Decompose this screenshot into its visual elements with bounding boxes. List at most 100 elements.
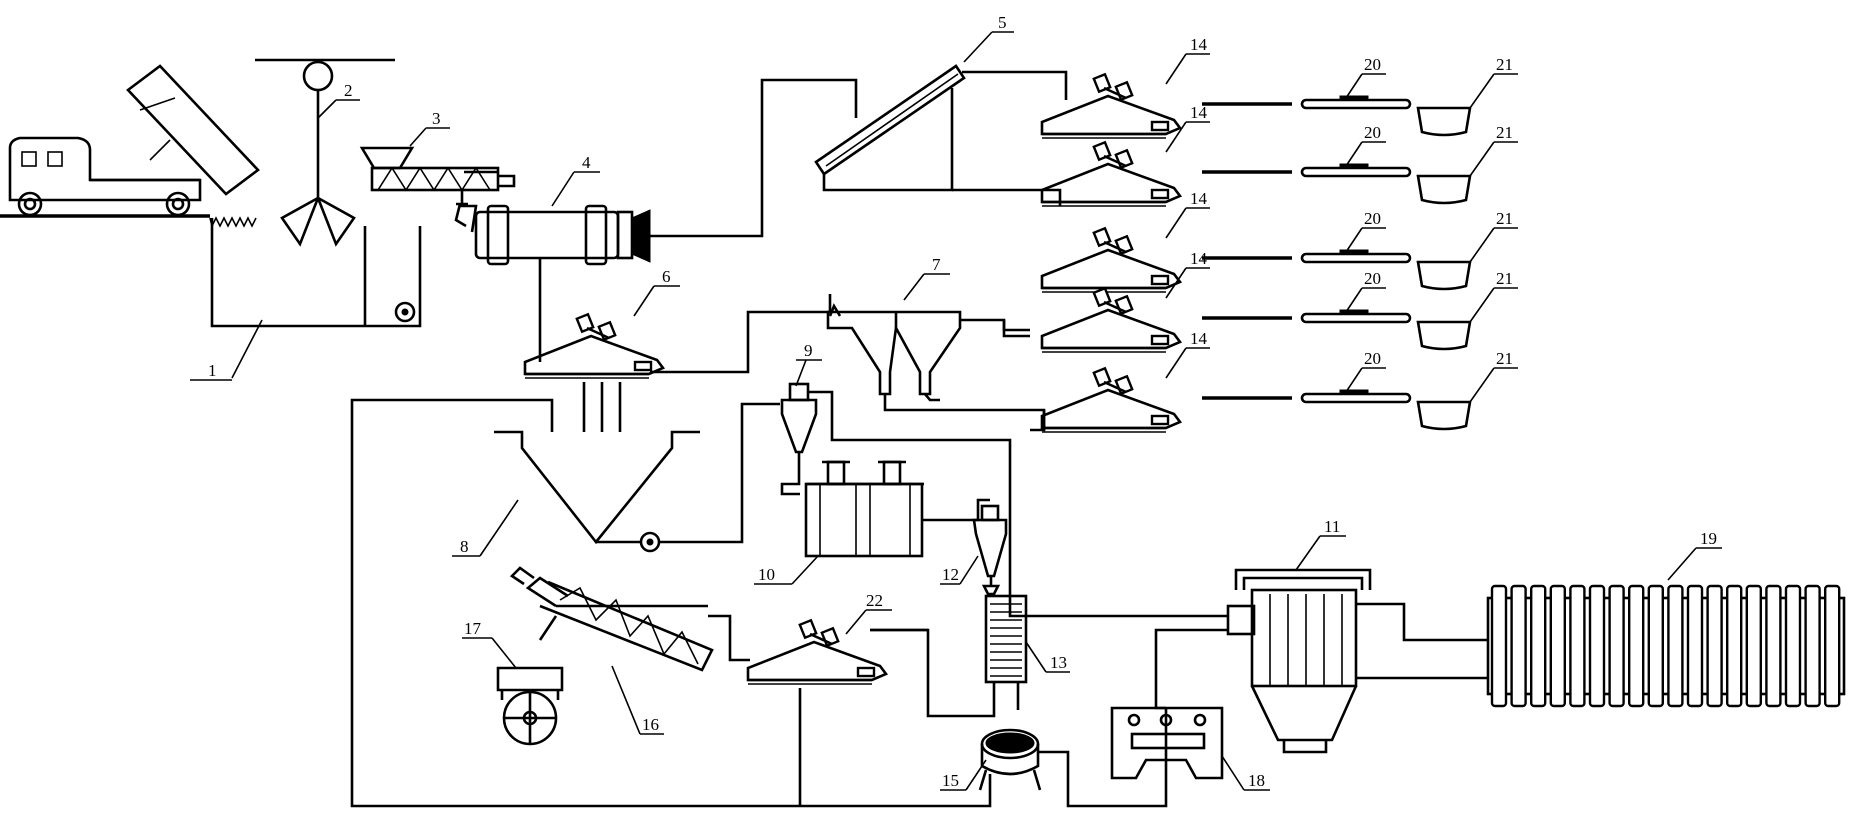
label-collection-bin: 21: [1496, 123, 1513, 142]
radiator-fin: [1706, 584, 1723, 708]
label-dewatering-screen: 22: [866, 591, 883, 610]
cyclone-small: [780, 382, 1012, 496]
radiator-fin: [1569, 584, 1586, 708]
inclined-conveyor: [814, 64, 1068, 206]
label-belt-conveyor: 20: [1364, 55, 1381, 74]
leader-line: [1345, 73, 1386, 99]
heat-exchanger: [870, 594, 1028, 718]
label-flotation-cells: 10: [758, 565, 775, 584]
dewatering-screen: [708, 614, 928, 806]
label-shaker-table: 14: [1190, 35, 1208, 54]
thickener: [978, 708, 1168, 808]
label-heat-exchanger: 13: [1050, 653, 1067, 672]
radiator-fin: [1549, 584, 1567, 708]
radiator-fin: [1627, 584, 1645, 708]
leader-line: [1469, 73, 1518, 109]
belt-load: [1339, 389, 1369, 395]
grab-crane: [255, 58, 395, 247]
label-screw-feeder: 3: [432, 109, 441, 128]
collection-bin: [1416, 320, 1472, 351]
radiator-fin: [1529, 584, 1547, 708]
label-belt-conveyor: 20: [1364, 209, 1381, 228]
collection-bin: [1416, 174, 1472, 205]
label-twin-hopper: 7: [932, 255, 941, 274]
label-thickener: 15: [942, 771, 959, 790]
radiator-fin: [1490, 584, 1508, 708]
radiator-fin: [1686, 584, 1704, 708]
ball-mill: [496, 666, 564, 746]
label-ball-mill: 17: [464, 619, 482, 638]
shaker-table: [1040, 140, 1182, 208]
label-cyclone-lower: 12: [942, 565, 959, 584]
bag-filter: [1008, 496, 1488, 754]
label-collection-bin: 21: [1496, 269, 1513, 288]
label-shaker-table: 14: [1190, 249, 1208, 268]
leader-line: [1469, 141, 1518, 177]
radiator-fin: [1784, 584, 1802, 708]
leader-line: [1165, 347, 1210, 379]
radiator-fin: [1745, 584, 1763, 708]
label-grab-crane: 2: [344, 81, 353, 100]
label-truck-pit: 1: [208, 361, 217, 380]
screw-feeder: [359, 146, 516, 228]
label-vibrating-screen: 6: [662, 267, 671, 286]
label-spiral-classifier: 16: [642, 715, 659, 734]
leader-line: [1469, 227, 1518, 263]
label-belt-conveyor: 20: [1364, 349, 1381, 368]
belt-load: [1339, 309, 1369, 315]
shaker-table: [1040, 226, 1182, 294]
label-inclined-conveyor: 5: [998, 13, 1007, 32]
label-collection-bin: 21: [1496, 349, 1513, 368]
label-settling-tank: 8: [460, 537, 469, 556]
belt-conveyor: [1300, 98, 1412, 110]
collection-bin: [1416, 400, 1472, 431]
leader-line: [1165, 207, 1210, 239]
radiator-fin: [1823, 584, 1841, 708]
vibrating-screen-main: [523, 258, 832, 432]
shaker-table: [1040, 286, 1182, 354]
radiator-frame: [1486, 596, 1846, 696]
rotary-dryer: [460, 78, 858, 266]
leader-line: [1165, 267, 1210, 299]
label-shaker-table: 14: [1190, 329, 1208, 348]
collection-bin: [1416, 260, 1472, 291]
label-filter-press: 18: [1248, 771, 1265, 790]
leader-line: [1469, 367, 1518, 403]
radiator-fin: [1588, 584, 1606, 708]
radiator-fin: [1667, 584, 1684, 708]
belt-load: [1339, 249, 1369, 255]
label-belt-conveyor: 20: [1364, 269, 1381, 288]
twin-hopper: [826, 303, 1046, 430]
label-shaker-table: 14: [1190, 103, 1208, 122]
shaker-row: 14 20 21: [1040, 35, 1518, 140]
radiator-fin: [1804, 584, 1821, 708]
table-feed-lines: [1002, 320, 1046, 432]
radiator-bank: [1486, 584, 1846, 708]
shaker-table: [1040, 366, 1182, 434]
belt-conveyor: [1300, 392, 1412, 404]
reference-labels: 1 2 3 4 5 6 7 8 9 10 11 12 13 15 16 17 1: [190, 13, 1722, 791]
belt-conveyor: [1300, 312, 1412, 324]
leader-line: [1165, 121, 1210, 153]
shaker-row: 14 20 21: [1040, 249, 1518, 354]
label-collection-bin: 21: [1496, 55, 1513, 74]
radiator-fin: [1765, 584, 1782, 708]
radiator-fin: [1725, 584, 1743, 708]
spiral-classifier: [509, 566, 714, 672]
receiving-pit: [209, 216, 422, 328]
label-cyclone-small: 9: [804, 341, 813, 360]
leader-line: [1165, 53, 1210, 85]
leader-line: [1345, 287, 1386, 313]
shaker-table: [1040, 72, 1182, 140]
radiator-fin: [1608, 584, 1625, 708]
label-collection-bin: 21: [1496, 209, 1513, 228]
belt-load: [1339, 163, 1369, 169]
label-shaker-table: 14: [1190, 189, 1208, 208]
belt-conveyor: [1300, 252, 1412, 264]
label-bag-filter: 11: [1324, 517, 1340, 536]
settling-tank: [350, 398, 992, 808]
